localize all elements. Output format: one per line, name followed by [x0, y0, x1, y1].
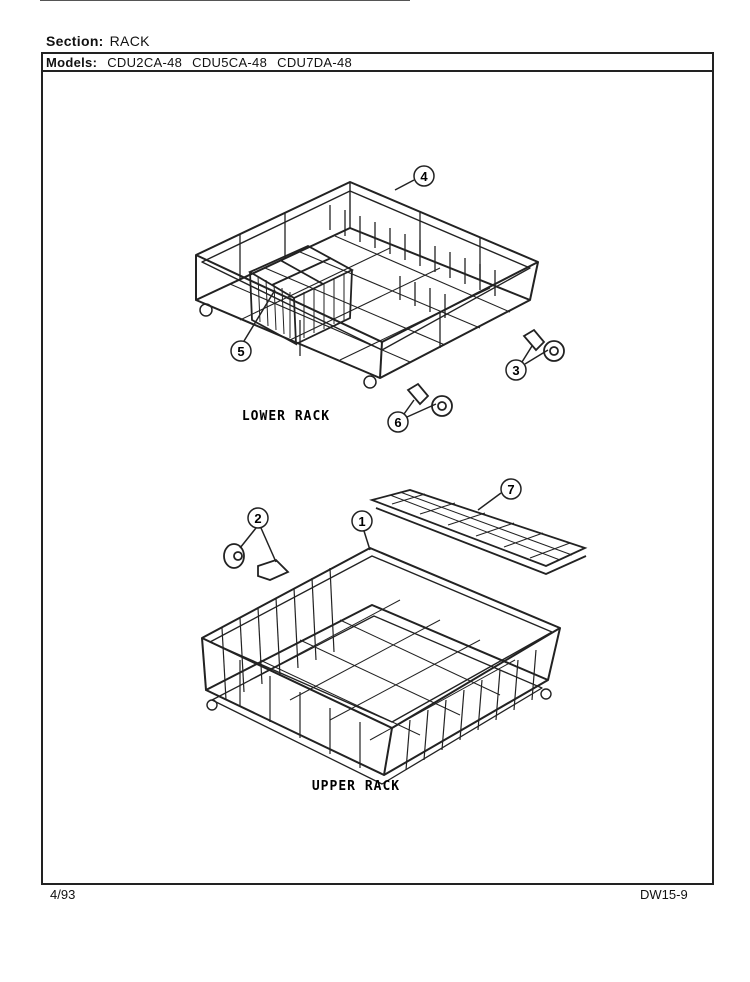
- callout-2-circle: [247, 507, 269, 529]
- models-label: Models:: [46, 55, 98, 70]
- callout-7-circle: [500, 478, 522, 500]
- callout-3-circle: [505, 359, 527, 381]
- callout-7: 7: [507, 482, 514, 497]
- callout-2: 2: [254, 511, 261, 526]
- upper-rack-label: UPPER RACK: [312, 779, 400, 794]
- callout-5: 5: [237, 344, 244, 359]
- section-value: RACK: [109, 33, 150, 49]
- callout-4: 4: [420, 169, 428, 184]
- model-2: CDU5CA-48: [192, 55, 268, 70]
- models-divider: [41, 70, 714, 72]
- silverware-basket-drawing: [248, 244, 354, 346]
- lower-wheel-part-6: [406, 382, 453, 417]
- callout-3: 3: [512, 363, 519, 378]
- callout-6: 6: [394, 415, 401, 430]
- top-rule: [40, 0, 410, 1]
- model-3: CDU7DA-48: [277, 55, 353, 70]
- section-label: Section:: [46, 33, 104, 49]
- callout-4-circle: [413, 165, 435, 187]
- footer-date: 4/93: [50, 887, 76, 902]
- lower-rack-drawing: [195, 181, 539, 389]
- callout-6-circle: [387, 411, 409, 433]
- models-heading: Models: CDU2CA-48 CDU5CA-48 CDU7DA-48: [46, 55, 352, 70]
- upper-rack-adjuster-part-2: [223, 543, 290, 581]
- callout-1-circle: [351, 510, 373, 532]
- model-1: CDU2CA-48: [107, 55, 183, 70]
- footer-code: DW15-9: [640, 887, 688, 902]
- lower-rack-label: LOWER RACK: [242, 409, 330, 424]
- callout-1: 1: [358, 514, 365, 529]
- lower-wheel-part-3: [522, 328, 565, 362]
- callout-5-circle: [230, 340, 252, 362]
- footer-divider: [41, 883, 714, 885]
- cup-shelf-part-7: [369, 489, 588, 575]
- section-heading: Section: RACK: [46, 33, 150, 49]
- upper-rack-drawing: [201, 547, 561, 785]
